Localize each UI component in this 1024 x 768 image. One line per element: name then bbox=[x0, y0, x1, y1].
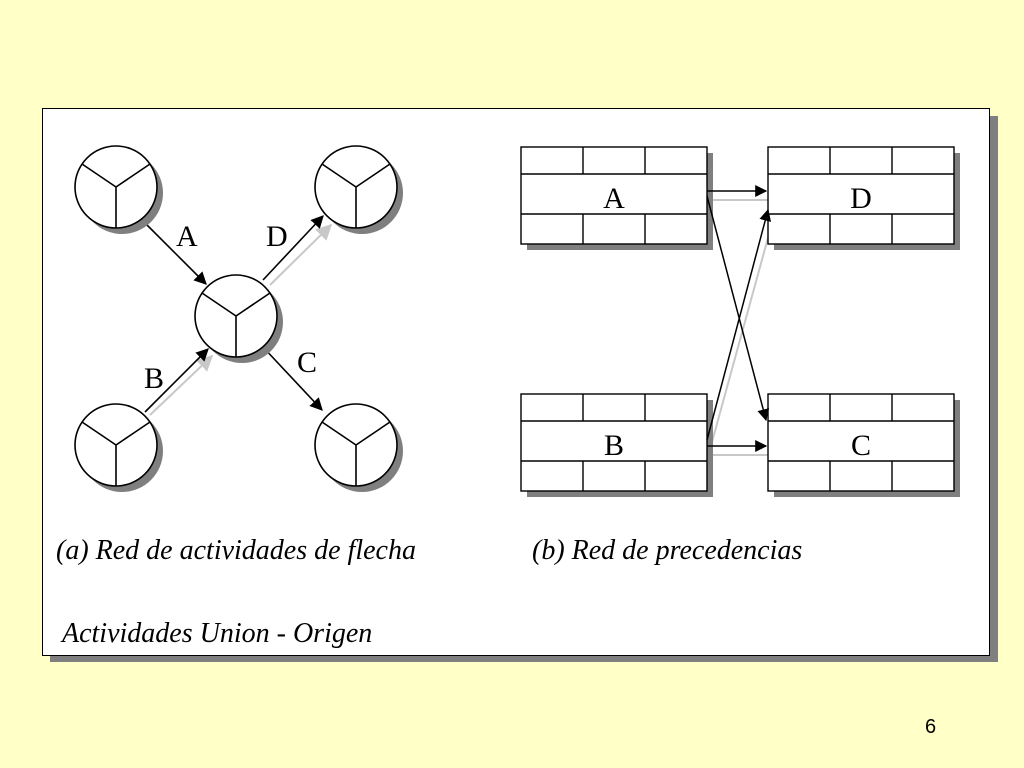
precedence-network: A D bbox=[520, 146, 960, 497]
activity-box-label-c: C bbox=[851, 429, 871, 462]
activity-box-d: D bbox=[767, 146, 960, 250]
caption-arrow-network: (a) Red de actividades de flecha bbox=[56, 535, 416, 566]
arrow-shadows bbox=[149, 223, 333, 416]
arrow-lines bbox=[144, 215, 324, 413]
activity-label-b: B bbox=[144, 362, 164, 395]
precedence-arrow-b-to-d bbox=[706, 208, 772, 441]
event-node-center bbox=[194, 274, 283, 363]
slide-subtitle: Actividades Union - Origen bbox=[62, 618, 373, 649]
activity-arrow-c bbox=[261, 345, 323, 411]
activity-box-c: C bbox=[767, 393, 960, 497]
precedence-arrow-a-to-c bbox=[706, 195, 770, 422]
activity-box-b: B bbox=[520, 393, 713, 497]
activity-box-label-b: B bbox=[604, 429, 624, 462]
activity-arrow-b bbox=[144, 348, 209, 413]
precedence-shadows bbox=[711, 199, 775, 456]
activity-label-a: A bbox=[176, 220, 198, 253]
arrow-network: A D B C bbox=[74, 145, 403, 492]
activity-label-c: C bbox=[297, 346, 317, 379]
caption-precedence-network: (b) Red de precedencias bbox=[532, 535, 803, 566]
event-node-top-right bbox=[314, 145, 403, 234]
activity-arrow-a bbox=[144, 222, 207, 285]
event-node-bottom-left bbox=[74, 403, 163, 492]
page-number: 6 bbox=[925, 716, 937, 738]
activity-label-d: D bbox=[266, 220, 288, 253]
precedence-arrows bbox=[706, 185, 772, 452]
activity-box-label-a: A bbox=[603, 182, 625, 215]
event-node-top-left bbox=[74, 145, 163, 234]
event-node-bottom-right bbox=[314, 403, 403, 492]
activity-box-a: A bbox=[520, 146, 713, 250]
activity-box-label-d: D bbox=[850, 182, 872, 215]
activity-arrow-d bbox=[262, 215, 324, 281]
